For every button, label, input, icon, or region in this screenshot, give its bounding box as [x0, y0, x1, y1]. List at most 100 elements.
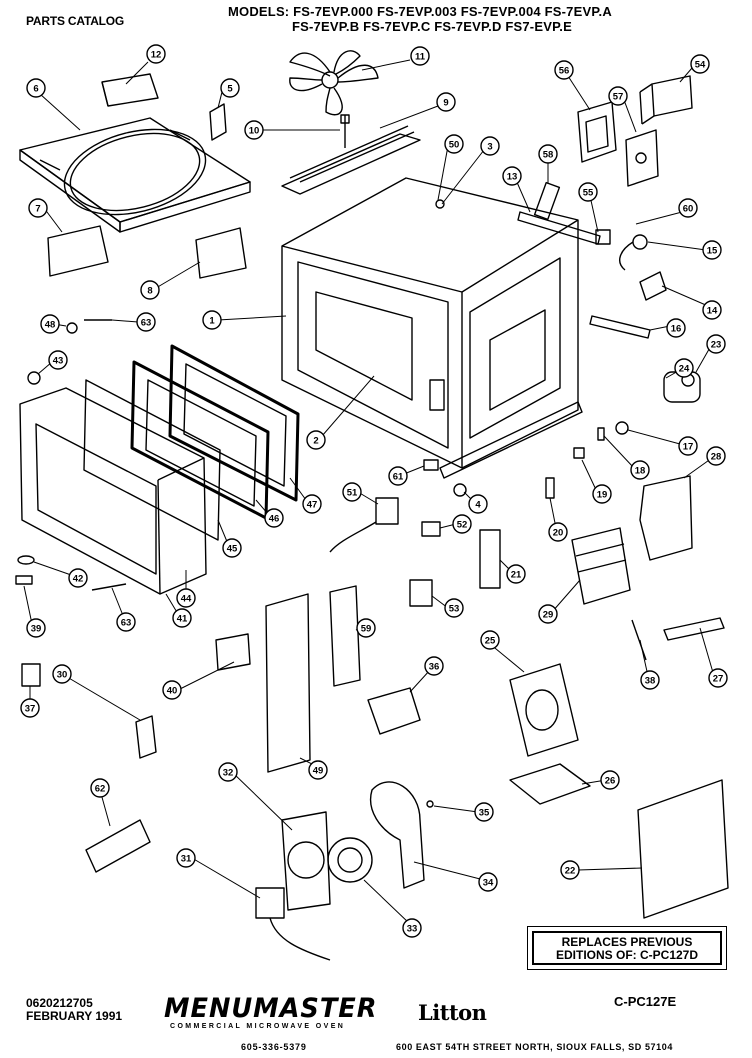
part-rail-9 [281, 125, 421, 195]
callout-label: 28 [711, 452, 722, 463]
callout-56: 56 [554, 60, 574, 80]
callout-45: 45 [222, 538, 242, 558]
callout-17: 17 [678, 436, 698, 456]
part-bracket-7 [47, 225, 109, 277]
callout-55: 55 [578, 182, 598, 202]
replaces-notice-box: REPLACES PREVIOUS EDITIONS OF: C-PC127D [527, 926, 727, 970]
callout-label: 15 [707, 246, 718, 257]
callout-29: 29 [538, 604, 558, 624]
part-switch-53 [409, 579, 433, 607]
part-plate-5 [209, 103, 227, 141]
part-fan-motor-31 [255, 887, 331, 961]
callout-6: 6 [26, 78, 46, 98]
callout-label: 62 [95, 784, 106, 795]
part-screw-35 [426, 800, 434, 808]
part-gear-17 [615, 421, 629, 435]
callout-label: 27 [713, 674, 724, 685]
callout-46: 46 [264, 508, 284, 528]
callout-label: 59 [361, 624, 372, 635]
part-switch-21 [479, 529, 501, 589]
part-top-cover-plate [19, 117, 251, 233]
callout-7: 7 [28, 198, 48, 218]
callout-9: 9 [436, 92, 456, 112]
callout-label: 38 [645, 676, 656, 687]
callout-21: 21 [506, 564, 526, 584]
callout-58: 58 [538, 144, 558, 164]
part-transformer-25 [509, 663, 579, 757]
document-date: FEBRUARY 1991 [26, 1009, 123, 1023]
part-cap-19 [573, 447, 585, 459]
part-back-panel-22 [637, 779, 729, 919]
callout-label: 45 [227, 544, 238, 555]
callout-47: 47 [302, 494, 322, 514]
part-spring-43 [27, 371, 41, 385]
part-strip-16 [589, 315, 651, 339]
callout-label: 31 [181, 854, 192, 865]
callout-16: 16 [666, 318, 686, 338]
callout-label: 55 [583, 188, 594, 199]
part-door-41 [19, 387, 207, 595]
callout-61: 61 [388, 466, 408, 486]
callout-54: 54 [690, 54, 710, 74]
brand-tagline: COMMERCIAL MICROWAVE OVEN [170, 1023, 346, 1030]
callout-4: 4 [468, 494, 488, 514]
callout-label: 32 [223, 768, 234, 779]
callout-49: 49 [308, 760, 328, 780]
callout-label: 44 [181, 594, 192, 605]
callout-62: 62 [90, 778, 110, 798]
part-window-40 [215, 633, 251, 671]
callout-label: 63 [141, 318, 152, 329]
part-latch-39 [15, 575, 33, 585]
part-switch-55 [595, 229, 611, 245]
part-grommet-4 [453, 483, 467, 497]
callout-60: 60 [678, 198, 698, 218]
callout-39: 39 [26, 618, 46, 638]
callout-15: 15 [702, 240, 722, 260]
parts-catalog-label: PARTS CATALOG [26, 14, 125, 28]
callout-33: 33 [402, 918, 422, 938]
callout-label: 30 [57, 670, 68, 681]
callout-label: 41 [177, 614, 188, 625]
callout-label: 8 [147, 286, 152, 297]
part-washer-48 [66, 322, 78, 334]
callout-5: 5 [220, 78, 240, 98]
callout-label: 54 [695, 60, 706, 71]
callout-label: 34 [483, 878, 494, 889]
callout-51: 51 [342, 482, 362, 502]
callout-label: 10 [249, 126, 260, 137]
part-wire-30 [631, 619, 647, 661]
company-address: 600 EAST 54TH STREET NORTH, SIOUX FALLS,… [396, 1042, 673, 1052]
part-panel-59 [329, 585, 361, 687]
callout-32: 32 [218, 762, 238, 782]
replaces-line-2: EDITIONS OF: C-PC127D [555, 948, 699, 962]
callout-63: 63 [116, 612, 136, 632]
callout-37: 37 [20, 698, 40, 718]
callout-label: 6 [33, 84, 38, 95]
callout-22: 22 [560, 860, 580, 880]
callout-label: 58 [543, 150, 554, 161]
part-bracket-36 [367, 687, 421, 735]
callout-label: 43 [53, 356, 64, 367]
callout-41: 41 [172, 608, 192, 628]
callout-10: 10 [244, 120, 264, 140]
callout-label: 29 [543, 610, 554, 621]
callout-label: 61 [393, 472, 404, 483]
callout-label: 37 [25, 704, 36, 715]
callout-label: 40 [167, 686, 178, 697]
callout-label: 25 [485, 636, 496, 647]
part-connector-14 [639, 271, 667, 301]
callout-20: 20 [548, 522, 568, 542]
callout-label: 3 [487, 142, 492, 153]
callout-label: 24 [679, 364, 690, 375]
part-washer-42 [17, 555, 35, 565]
callout-59: 59 [356, 618, 376, 638]
part-clip-18 [597, 427, 605, 441]
part-bracket-8 [195, 227, 247, 279]
callout-36: 36 [424, 656, 444, 676]
replaces-line-1: REPLACES PREVIOUS [561, 935, 693, 949]
callout-42: 42 [68, 568, 88, 588]
part-door-seal-47 [168, 344, 300, 502]
callout-label: 60 [683, 204, 694, 215]
part-pin-63b [91, 583, 127, 591]
callout-28: 28 [706, 446, 726, 466]
